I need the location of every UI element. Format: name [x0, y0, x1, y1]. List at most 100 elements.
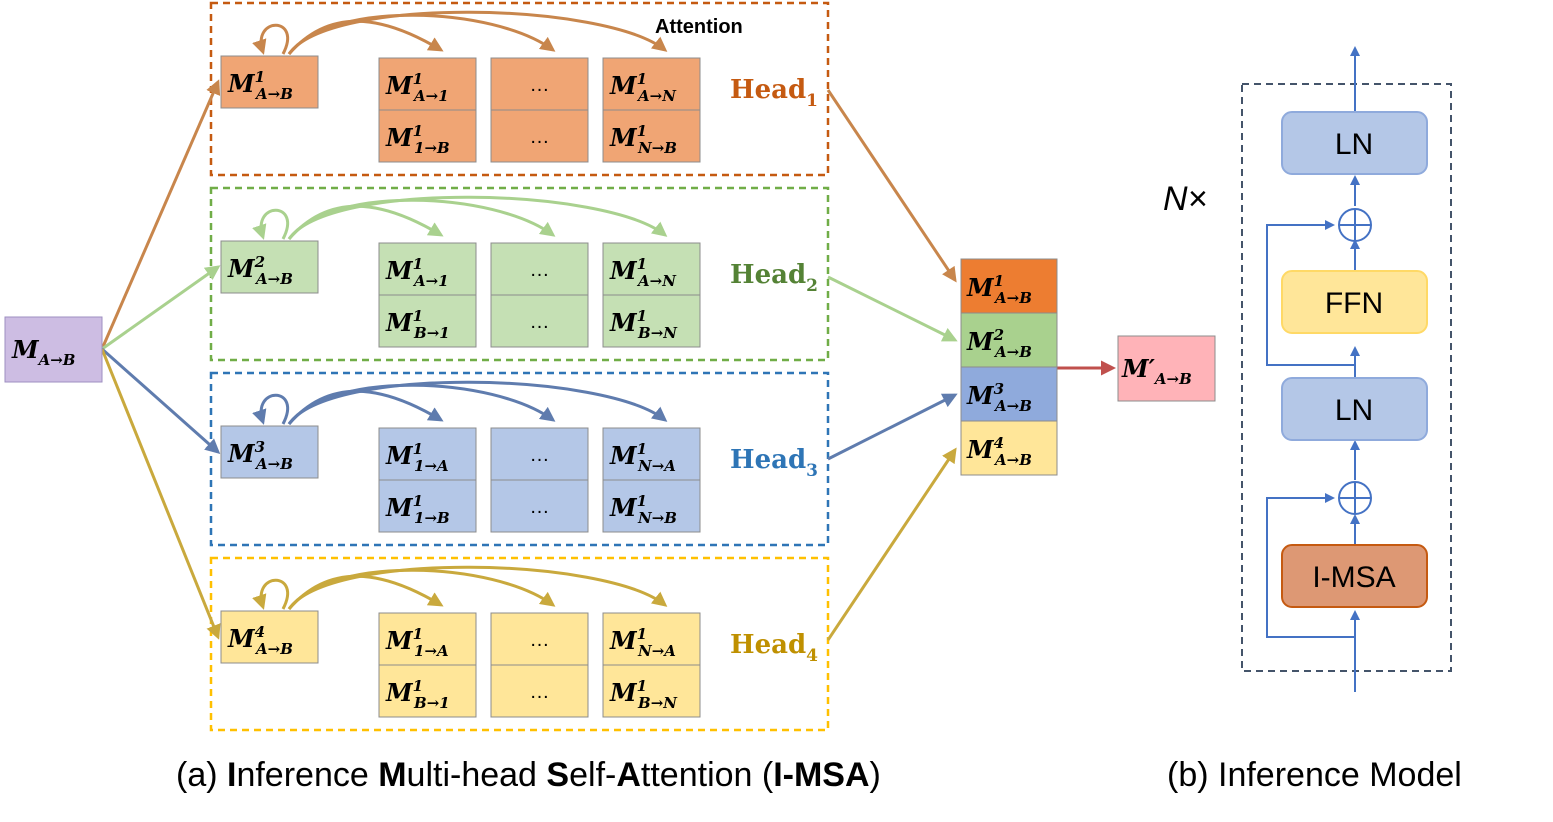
ellipsis: …	[530, 311, 550, 333]
ellipsis: …	[530, 629, 550, 651]
caption-b: (b) Inference Model	[1167, 756, 1462, 794]
matrix-cell: …	[490, 57, 589, 111]
ellipsis: …	[530, 74, 550, 96]
residual-skip-2	[1266, 220, 1355, 366]
output-node-m-prime-a-b: M′A→B	[1117, 335, 1216, 402]
add-icon	[1338, 481, 1372, 515]
ellipsis: …	[530, 444, 550, 466]
matrix-cell: …	[490, 294, 589, 348]
matrix-cell: …	[490, 664, 589, 718]
attention-edge	[287, 383, 556, 425]
model-block-label: LN	[1335, 394, 1373, 427]
model-repeat-box	[1241, 83, 1452, 672]
self-attention-loop	[252, 208, 290, 240]
self-attention-loop	[252, 23, 290, 55]
attention-edge	[287, 198, 556, 240]
head-2-label: Head2	[730, 260, 818, 296]
self-attention-loop	[252, 578, 290, 610]
input-node-m-a-b: MA→B	[4, 316, 103, 383]
caption-a: (a) Inference Multi-head Self-Attention …	[176, 756, 881, 794]
model-block-label: I-MSA	[1312, 561, 1395, 594]
input-to-head-3	[101, 347, 221, 454]
self-attention-loop	[252, 393, 290, 425]
ellipsis: …	[530, 259, 550, 281]
head-2-to-concat	[827, 275, 958, 342]
input-to-head-4	[100, 348, 221, 640]
output-node-label: M′A→B	[1121, 354, 1192, 388]
attention-edge	[287, 13, 556, 55]
head-4-to-concat	[826, 447, 957, 641]
head-1-to-concat	[826, 89, 957, 283]
attention-edge	[287, 380, 668, 425]
head-1-label: Head1	[730, 75, 818, 111]
model-block-ln-top: LN	[1281, 111, 1428, 175]
matrix-cell: …	[490, 109, 589, 163]
ellipsis: …	[530, 496, 550, 518]
model-block-ffn: FFN	[1281, 270, 1428, 334]
attention-edge	[287, 565, 668, 610]
input-to-head-1	[100, 79, 221, 350]
matrix-cell: …	[490, 427, 589, 481]
input-to-head-2	[101, 265, 221, 351]
model-block-label: LN	[1335, 128, 1373, 161]
attention-edge	[287, 10, 668, 55]
add-icon	[1338, 208, 1372, 242]
head-4-box	[209, 556, 830, 732]
model-block-imsa: I-MSA	[1281, 544, 1428, 608]
attention-label: Attention	[655, 16, 743, 38]
attention-edge	[287, 568, 556, 610]
model-block-ln-mid: LN	[1281, 377, 1428, 441]
ellipsis: …	[530, 126, 550, 148]
